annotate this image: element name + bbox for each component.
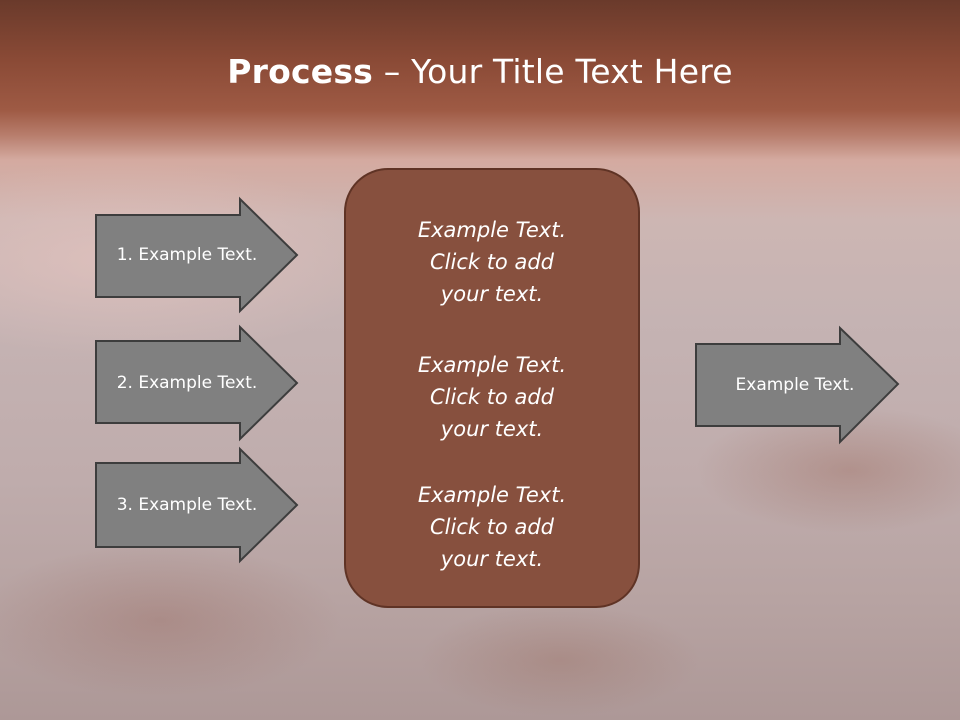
right-output-arrow[interactable]: Example Text. bbox=[695, 325, 900, 445]
slide-title-bold: Process bbox=[227, 52, 374, 91]
left-arrow-3-label: 3. Example Text. bbox=[116, 495, 258, 515]
center-text-box[interactable]: Example Text. Click to add your text. Ex… bbox=[344, 168, 640, 608]
center-block-1-line-1: Example Text. bbox=[417, 218, 567, 242]
slide-title-rest: – Your Title Text Here bbox=[373, 52, 733, 91]
center-block-2-line-1: Example Text. bbox=[417, 353, 567, 377]
center-block-3-line-1: Example Text. bbox=[417, 483, 567, 507]
center-block-3: Example Text. Click to add your text. bbox=[346, 479, 638, 575]
right-arrow-label: Example Text. bbox=[735, 375, 855, 395]
right-arrow-shape-icon bbox=[95, 196, 299, 314]
right-arrow-shape-icon bbox=[95, 324, 299, 442]
left-arrow-3[interactable]: 3. Example Text. bbox=[95, 446, 299, 564]
center-block-3-line-2: Click to add bbox=[429, 515, 554, 539]
right-arrow-shape-icon bbox=[695, 325, 900, 445]
center-block-1-line-3: your text. bbox=[440, 282, 544, 306]
left-arrow-2-label: 2. Example Text. bbox=[116, 373, 258, 393]
center-block-3-line-3: your text. bbox=[440, 547, 544, 571]
center-block-1: Example Text. Click to add your text. bbox=[346, 214, 638, 310]
right-arrow-shape-icon bbox=[95, 446, 299, 564]
center-block-2-line-2: Click to add bbox=[429, 385, 554, 409]
slide-title[interactable]: Process – Your Title Text Here bbox=[0, 52, 960, 91]
center-block-2: Example Text. Click to add your text. bbox=[346, 349, 638, 445]
left-arrow-2[interactable]: 2. Example Text. bbox=[95, 324, 299, 442]
left-arrow-1-label: 1. Example Text. bbox=[116, 245, 258, 265]
center-block-1-line-2: Click to add bbox=[429, 250, 554, 274]
center-block-2-line-3: your text. bbox=[440, 417, 544, 441]
left-arrow-1[interactable]: 1. Example Text. bbox=[95, 196, 299, 314]
